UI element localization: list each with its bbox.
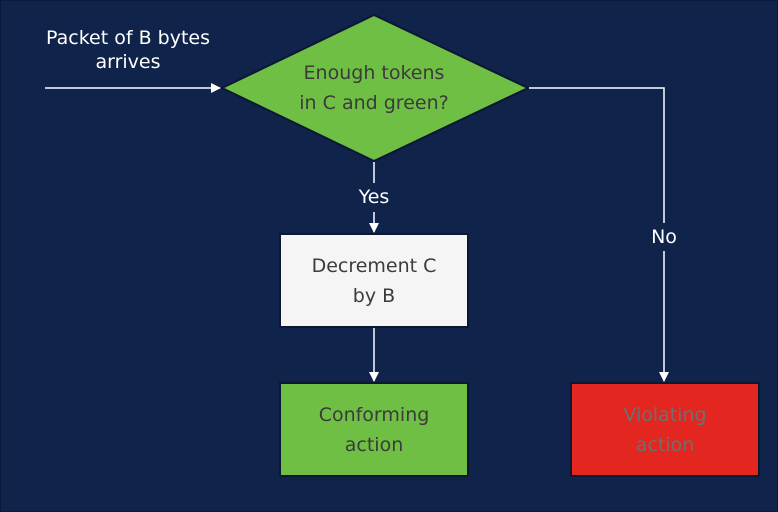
no-connector [529, 87, 665, 223]
conforming-action-box [279, 382, 469, 477]
decrement-process-box [279, 233, 469, 328]
decision-diamond [219, 13, 531, 163]
input-label: Packet of B bytes arrives [46, 27, 210, 73]
no-label: No [651, 226, 677, 248]
conforming-action-text: Conforming action [318, 403, 430, 456]
decrement-process-text: Decrement C by B [311, 254, 437, 307]
yes-label: Yes [358, 186, 390, 208]
violating-action-box [570, 382, 760, 477]
violating-action-text: Violating action [623, 403, 707, 456]
decision-text: Enough tokens in C and green? [299, 62, 449, 114]
